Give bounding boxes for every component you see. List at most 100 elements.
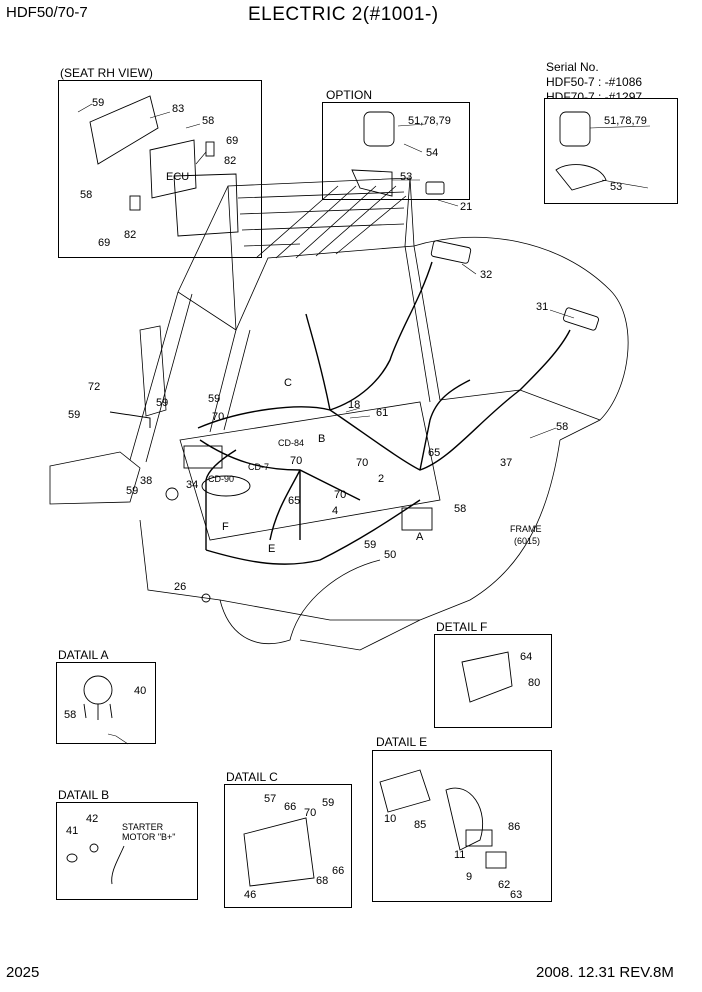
callout-seat-69b: 69 [98, 237, 110, 249]
detail-b-label: DATAIL B [58, 788, 110, 802]
date-revision: 2008. 12.31 REV.8M [536, 964, 674, 981]
callout-65-right: 65 [428, 447, 440, 459]
callout-4: 4 [332, 505, 338, 517]
callout-seat-59: 59 [92, 97, 104, 109]
callout-31: 31 [536, 301, 548, 313]
callout-detail-e-11: 11 [454, 849, 465, 861]
frame-label-line1: FRAME [510, 524, 542, 534]
callout-detail-c-68: 68 [316, 875, 328, 887]
callout-59-seat-side: 59 [68, 409, 80, 421]
starter-label-line1: STARTER [122, 822, 164, 832]
callout-seat-58b: 58 [80, 189, 92, 201]
callout-detail-e-86: 86 [508, 821, 520, 833]
callout-70-b: 70 [356, 457, 368, 469]
callout-58-right: 58 [556, 421, 568, 433]
callout-A: A [416, 531, 424, 543]
detail-b-box [56, 802, 198, 900]
serial-note-line2: HDF50-7 : -#1086 [546, 75, 643, 89]
detail-e-label: DATAIL E [376, 735, 428, 749]
label-cd84: CD-84 [278, 438, 304, 448]
callout-72: 72 [88, 381, 100, 393]
page-number: 2025 [6, 964, 40, 981]
label-cd7: CD-7 [248, 462, 269, 472]
callout-F: F [222, 521, 229, 533]
callout-seat-58a: 58 [202, 115, 214, 127]
callout-detail-a-40: 40 [134, 685, 146, 697]
seat-rh-view-label: (SEAT RH VIEW) [60, 66, 153, 80]
callout-detail-e-63: 63 [510, 889, 522, 901]
serial-variant-box [544, 98, 678, 204]
callout-seat-83: 83 [172, 103, 184, 115]
callout-seat-69a: 69 [226, 135, 238, 147]
option-label: OPTION [326, 88, 373, 102]
callout-detail-c-46: 46 [244, 889, 256, 901]
frame-label-line2: (6015) [514, 536, 540, 546]
callout-37: 37 [500, 457, 512, 469]
callout-serial-51: 51,78,79 [604, 115, 647, 127]
label-cd90: CD-90 [208, 474, 234, 484]
callout-26: 26 [174, 581, 186, 593]
page-title: ELECTRIC 2(#1001-) [248, 4, 439, 25]
callout-B: B [318, 433, 325, 445]
callout-59-top: 59 [208, 393, 220, 405]
components [165, 181, 600, 603]
callout-detail-e-10: 10 [384, 813, 396, 825]
callout-70-a: 70 [212, 411, 224, 423]
callout-detail-e-9: 9 [466, 871, 472, 883]
model-code: HDF50/70-7 [6, 4, 88, 21]
callout-61: 61 [376, 407, 388, 419]
callout-detail-f-64: 64 [520, 651, 532, 663]
detail-a-box [56, 662, 156, 744]
callout-detail-c-66b: 66 [332, 865, 344, 877]
seat-panel-drawing [89, 95, 239, 237]
callout-detail-c-57: 57 [264, 793, 276, 805]
callout-detail-f-80: 80 [528, 677, 540, 689]
callout-numbers: 59 83 58 69 82 58 69 82 ECU 51,78,79 54 … [64, 97, 647, 901]
callout-detail-b-42: 42 [86, 813, 98, 825]
callout-seat-82b: 82 [124, 229, 136, 241]
callout-detail-c-70: 70 [304, 807, 316, 819]
serial-note-line1: Serial No. [546, 60, 599, 74]
detail-f-label: DETAIL F [436, 620, 488, 634]
callout-50: 50 [384, 549, 396, 561]
option-box [322, 102, 470, 200]
callout-detail-b-41: 41 [66, 825, 78, 837]
callout-detail-e-62: 62 [498, 879, 510, 891]
callout-2: 2 [378, 473, 384, 485]
callout-seat-82a: 82 [224, 155, 236, 167]
detail-c-label: DATAIL C [226, 770, 278, 784]
callout-option-54: 54 [426, 147, 438, 159]
callout-70-c: 70 [290, 455, 302, 467]
callout-option-53: 53 [400, 171, 412, 183]
callout-E: E [268, 543, 275, 555]
callout-65-center: 65 [288, 495, 300, 507]
detail-drawings [66, 651, 513, 887]
callout-detail-a-58: 58 [64, 709, 76, 721]
callout-21: 21 [460, 201, 472, 213]
wiring-harness [197, 261, 571, 565]
callout-38: 38 [140, 475, 152, 487]
callout-59-lower: 59 [126, 485, 138, 497]
callout-detail-c-59: 59 [322, 797, 334, 809]
beacon-drawing [351, 111, 607, 197]
callout-32: 32 [480, 269, 492, 281]
detail-f-box [434, 634, 552, 728]
callout-C: C [284, 377, 292, 389]
callout-option-51: 51,78,79 [408, 115, 451, 127]
seat-rh-view-box [58, 80, 262, 258]
machine-body-outline [49, 177, 629, 651]
callout-detail-e-85: 85 [414, 819, 426, 831]
callout-serial-53: 53 [610, 181, 622, 193]
callout-detail-c-66a: 66 [284, 801, 296, 813]
callout-59-bottom: 59 [364, 539, 376, 551]
callout-34: 34 [186, 479, 198, 491]
ecu-label: ECU [166, 171, 189, 183]
callout-18: 18 [348, 399, 360, 411]
callout-70-d: 70 [334, 489, 346, 501]
leader-lines [77, 103, 651, 745]
starter-label-line2: MOTOR "B+" [122, 832, 175, 842]
callout-58-center: 58 [454, 503, 466, 515]
detail-a-label: DATAIL A [58, 648, 109, 662]
callout-59-pillar: 59 [156, 397, 168, 409]
